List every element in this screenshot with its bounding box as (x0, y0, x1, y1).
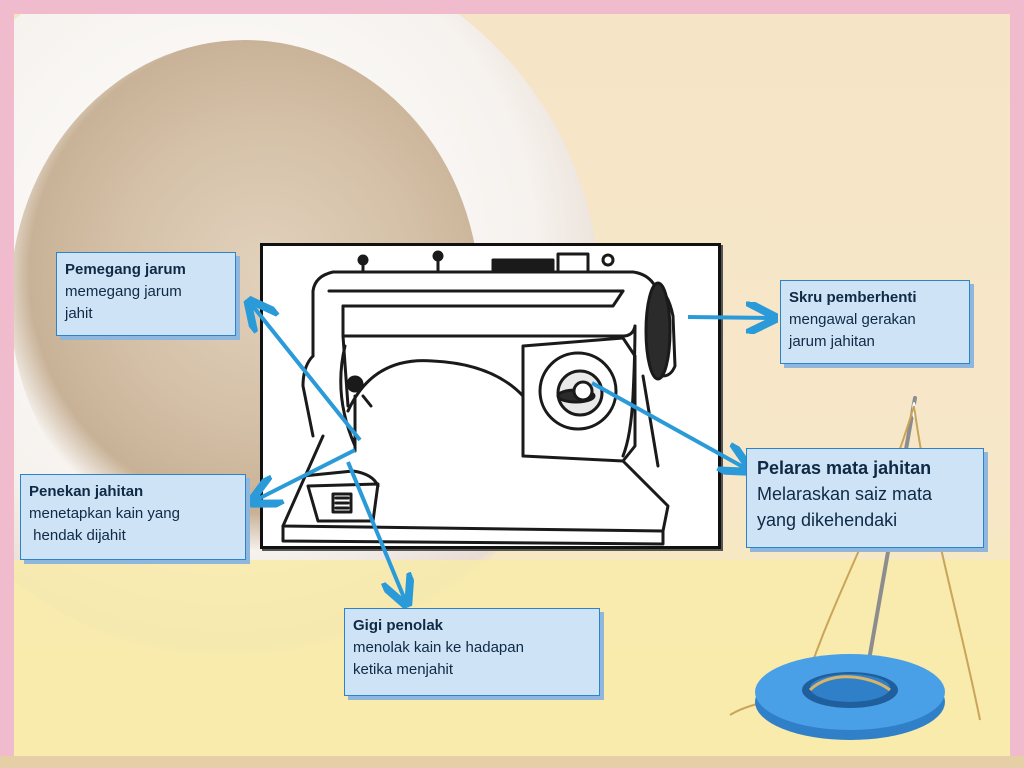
frame-right-border (1010, 0, 1024, 768)
arrow-penekan (256, 448, 356, 500)
arrow-pemegang (252, 305, 362, 442)
callout-description: Melaraskan saiz mata yang dikehendaki (757, 484, 933, 530)
arrow-skru (687, 317, 770, 318)
callout-pelaras-mata-jahitan: Pelaras mata jahitan Melaraskan saiz mat… (746, 448, 984, 548)
frame-top-border (0, 0, 1024, 14)
sewing-machine-drawing (281, 250, 677, 546)
callout-description: menetapkan kain yang hendak dijahit (29, 505, 180, 544)
callout-title: Penekan jahitan (29, 483, 144, 500)
frame-left-border (0, 0, 14, 768)
callout-penekan-jahitan: Penekan jahitan menetapkan kain yang hen… (20, 474, 246, 560)
callout-gigi-penolak: Gigi penolak menolak kain ke hadapan ket… (344, 608, 600, 696)
arrow-gigi (346, 461, 405, 600)
callout-description: mengawal gerakan jarum jahitan (789, 311, 916, 350)
callout-title: Pemegang jarum (65, 261, 186, 278)
sewing-machine-image (260, 243, 721, 549)
callout-pemegang-jarum: Pemegang jarum memegang jarum jahit (56, 252, 236, 336)
callout-skru-pemberhenti: Skru pemberhenti mengawal gerakan jarum … (780, 280, 970, 364)
callout-title: Gigi penolak (353, 617, 444, 634)
arrow-pelaras (591, 381, 745, 468)
callout-description: memegang jarum jahit (65, 283, 182, 322)
callout-title: Pelaras mata jahitan (757, 458, 932, 478)
callout-description: menolak kain ke hadapan ketika menjahit (353, 639, 524, 678)
callout-title: Skru pemberhenti (789, 289, 917, 306)
frame-bottom-border (0, 756, 1024, 768)
